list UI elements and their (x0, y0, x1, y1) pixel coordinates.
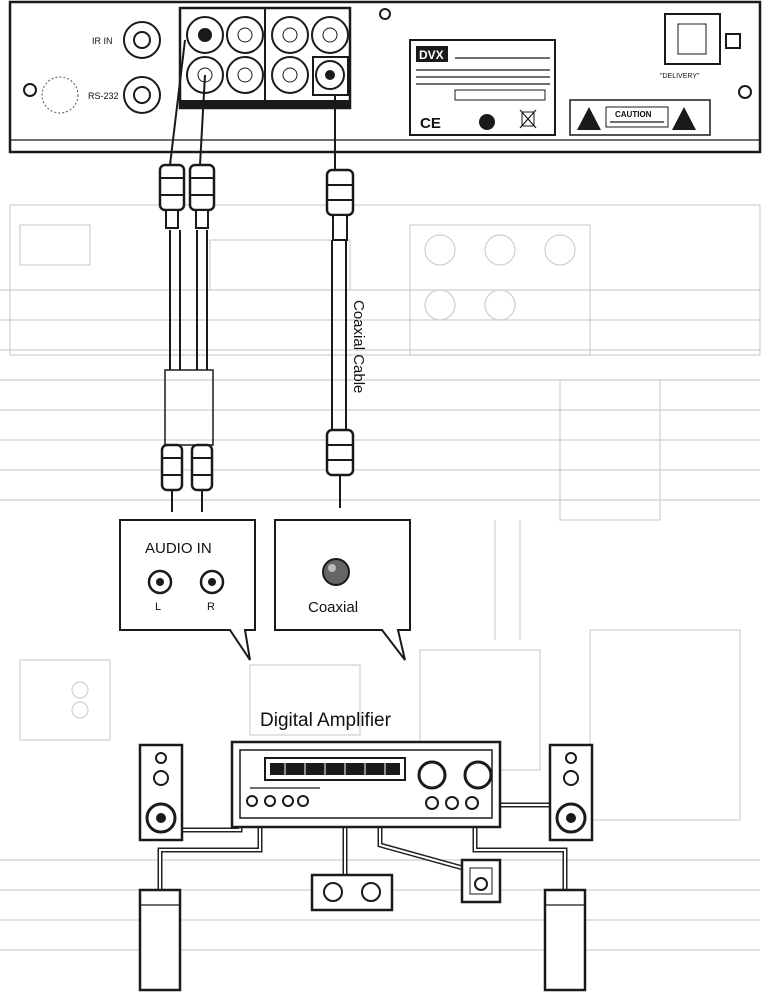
rca-jack-icon (186, 16, 349, 94)
ir-port-label: IR IN (92, 36, 113, 46)
rear-left-speaker (138, 888, 182, 992)
power-switch-icon (725, 33, 741, 49)
speaker-icon (155, 752, 167, 764)
compliance-logo-icon (479, 114, 495, 130)
ir-port-icon (123, 21, 161, 59)
left-jack-label: L (155, 601, 161, 613)
coaxial-cable-label: Coaxial Cable (350, 300, 367, 393)
rca-jack-icon (147, 569, 173, 595)
knob-icon (445, 796, 459, 810)
rca-jack-icon (199, 569, 225, 595)
fan-vent-icon (41, 76, 79, 114)
button-icon (297, 795, 309, 807)
coaxial-jack-icon (322, 558, 350, 586)
button-icon (282, 795, 294, 807)
knob-icon (425, 796, 439, 810)
caution-label: CAUTION (615, 110, 652, 119)
antenna-socket (664, 13, 721, 65)
coaxial-callout: Coaxial (274, 519, 411, 661)
rear-right-speaker (543, 888, 587, 992)
coaxial-plug-icon (325, 428, 355, 508)
knob-icon (417, 760, 447, 790)
brand-logo: DVX (419, 48, 444, 62)
rca-plug-icon (160, 443, 184, 512)
center-speaker (310, 873, 394, 912)
subwoofer-icon (474, 877, 488, 891)
button-icon (246, 795, 258, 807)
screw-icon (23, 83, 37, 97)
recycle-bin-icon (519, 109, 537, 129)
button-icon (264, 795, 276, 807)
coaxial-title: Coaxial (308, 599, 358, 616)
rca-plug-icon (158, 163, 186, 229)
right-jack-label: R (207, 601, 215, 613)
coaxial-plug-icon (325, 168, 355, 241)
ce-mark: CE (420, 115, 441, 132)
audio-in-title: AUDIO IN (145, 540, 212, 557)
audio-rca-cables (158, 39, 216, 512)
speaker-icon (361, 882, 381, 902)
front-right-speaker (548, 743, 594, 842)
speaker-icon (563, 770, 579, 786)
knob-icon (465, 796, 479, 810)
knob-icon (463, 760, 493, 790)
caution-sticker: CAUTION (569, 99, 711, 136)
background-ghost-print (0, 204, 761, 951)
digital-amplifier (230, 740, 502, 829)
audio-in-callout: AUDIO IN L R (119, 519, 256, 661)
rating-label-sticker: DVX CE (409, 39, 556, 136)
antenna-label: "DELIVERY" (660, 73, 700, 80)
rca-plug-icon (188, 163, 216, 229)
dvd-player-rear-panel: IR IN RS-232 DVX (8, 0, 762, 154)
rca-plug-icon (190, 443, 214, 512)
warning-triangle-icon (672, 107, 696, 130)
screw-icon (379, 8, 391, 20)
warning-triangle-icon (577, 107, 601, 130)
front-left-speaker (138, 743, 184, 842)
speaker-icon (323, 882, 343, 902)
coaxial-jack-icon (312, 56, 349, 96)
screw-icon (738, 85, 752, 99)
speaker-icon (153, 770, 169, 786)
speaker-icon (565, 752, 577, 764)
subwoofer (460, 858, 502, 904)
rs232-port-icon (123, 76, 161, 114)
coaxial-cable: Coaxial Cable (325, 95, 367, 508)
amplifier-title: Digital Amplifier (260, 710, 392, 731)
rs232-port-label: RS-232 (88, 91, 119, 101)
